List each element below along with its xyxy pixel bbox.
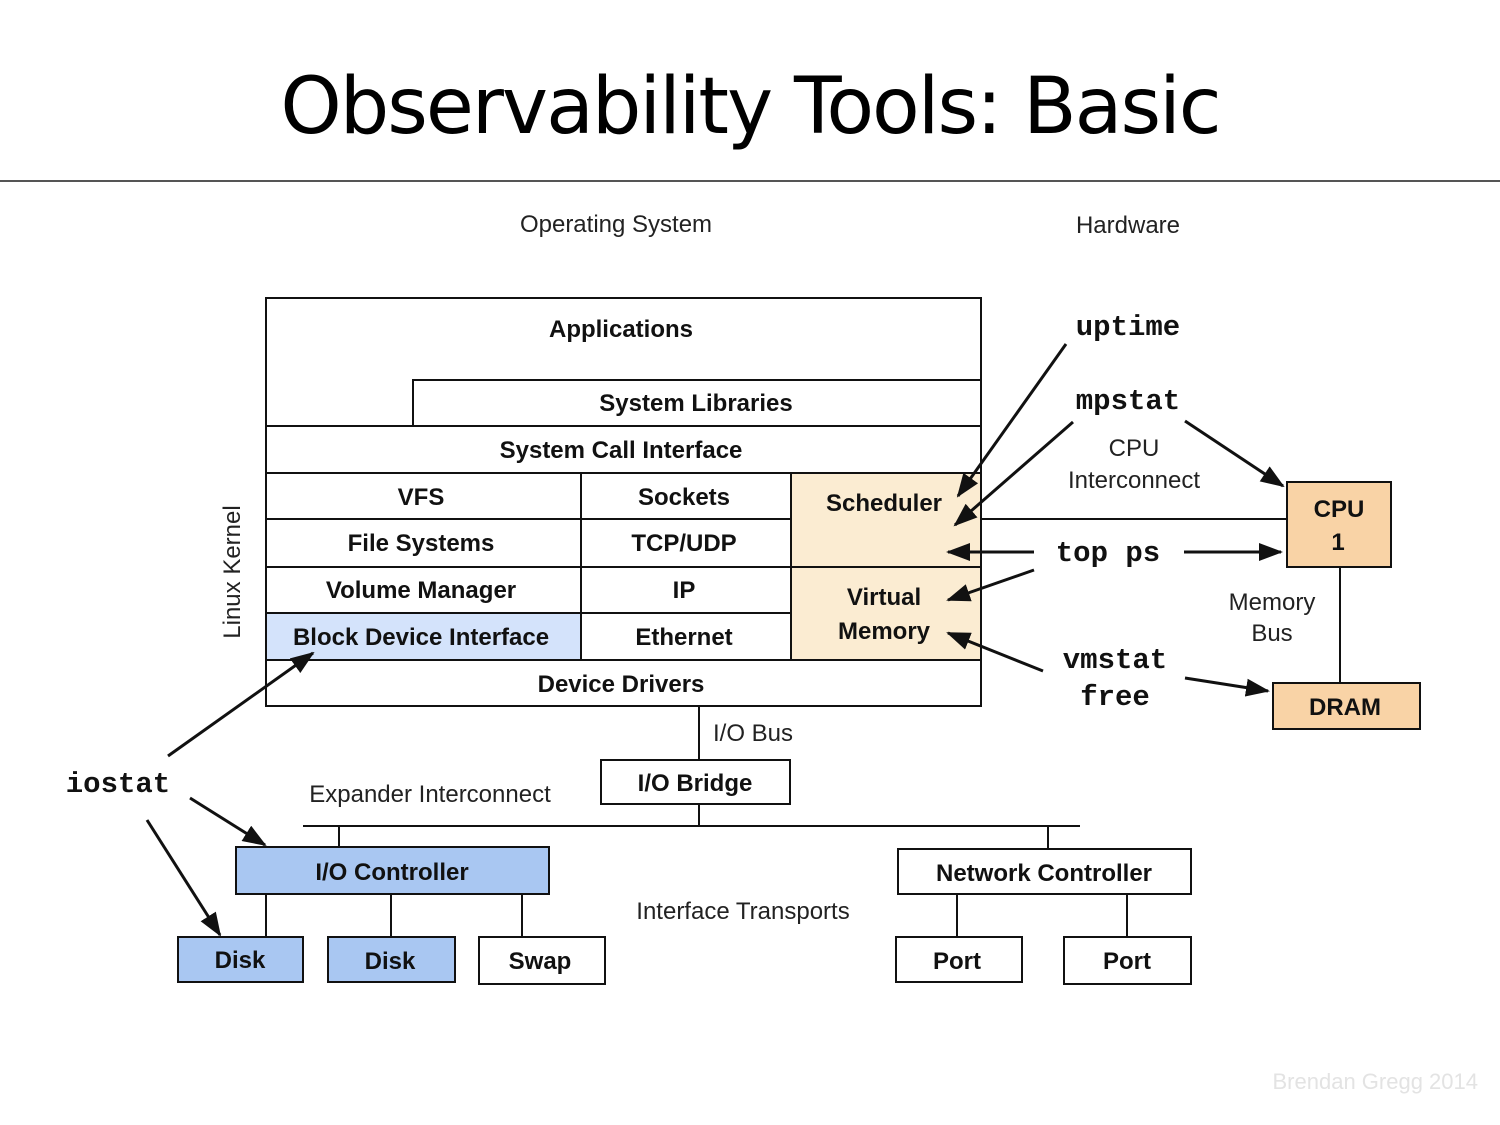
memory-bus-label-2: Bus [1251, 620, 1292, 647]
applications-label: Applications [549, 316, 693, 343]
tool-vmstat: vmstat [1063, 644, 1167, 677]
virtual-memory-box [790, 566, 982, 661]
volume-manager-label: Volume Manager [326, 577, 516, 604]
linux-kernel-label: Linux Kernel [219, 505, 246, 638]
dram-box [1272, 682, 1421, 730]
io-bus-label: I/O Bus [713, 720, 793, 747]
tool-free: free [1080, 681, 1150, 714]
system-libraries-label: System Libraries [599, 390, 792, 417]
tool-top-ps: top ps [1056, 537, 1160, 570]
tcp-udp-label: TCP/UDP [631, 530, 736, 557]
scheduler-box [790, 472, 982, 568]
device-drivers-box [265, 659, 982, 707]
expander-interconnect-label: Expander Interconnect [309, 781, 551, 808]
tool-mpstat: mpstat [1076, 385, 1180, 418]
cpu-label: CPU [1314, 496, 1365, 523]
system-libraries-box [412, 379, 982, 427]
vfs-box [265, 472, 582, 520]
virtual-label: Virtual [847, 584, 921, 611]
swap-box [478, 936, 606, 985]
arrow-vmstat-virtual-memory [946, 631, 1044, 673]
hardware-heading: Hardware [1076, 212, 1180, 239]
sockets-label: Sockets [638, 484, 730, 511]
ip-label: IP [673, 577, 696, 604]
port2-label: Port [1103, 948, 1151, 975]
dram-label: DRAM [1309, 694, 1381, 721]
arrow-iostat-disk [145, 819, 222, 937]
cpu-number-label: 1 [1331, 529, 1344, 556]
block-device-interface-label: Block Device Interface [293, 624, 549, 651]
file-systems-label: File Systems [348, 530, 495, 557]
arrow-iostat-block-device [167, 651, 315, 758]
io-controller-box [235, 846, 550, 895]
network-controller-label: Network Controller [936, 860, 1152, 887]
disk1-box [177, 936, 304, 983]
device-drivers-label: Device Drivers [538, 671, 705, 698]
block-device-interface-box [265, 612, 582, 661]
arrow-uptime-scheduler [956, 343, 1068, 498]
vfs-label: VFS [398, 484, 445, 511]
disk2-box [327, 936, 456, 983]
system-call-interface-label: System Call Interface [500, 437, 743, 464]
arrow-mpstat-cpu [1184, 419, 1285, 488]
memory-label: Memory [838, 618, 931, 645]
ethernet-box [580, 612, 792, 661]
arrow-iostat-io-controller [189, 796, 267, 847]
cpu-interconnect-label: CPU [1109, 435, 1160, 462]
ethernet-label: Ethernet [635, 624, 732, 651]
arrow-topps-virtual-memory [946, 568, 1035, 602]
interface-transports-label: Interface Transports [636, 898, 849, 925]
port2-box [1063, 936, 1192, 985]
io-controller-label: I/O Controller [315, 859, 468, 886]
watermark: Brendan Gregg 2014 [1273, 1069, 1479, 1094]
cpu-box [1286, 481, 1392, 568]
port1-label: Port [933, 948, 981, 975]
cpu-interconnect-label-2: Interconnect [1068, 467, 1200, 494]
tool-iostat: iostat [66, 768, 170, 801]
arrow-vmstat-dram [1184, 676, 1270, 697]
swap-label: Swap [509, 948, 572, 975]
io-bridge-box [600, 759, 791, 805]
scheduler-label: Scheduler [826, 490, 942, 517]
io-bridge-label: I/O Bridge [638, 770, 753, 797]
disk1-label: Disk [215, 947, 266, 974]
arrow-mpstat-scheduler [953, 420, 1074, 527]
memory-bus-label: Memory [1229, 589, 1316, 616]
network-controller-box [897, 848, 1192, 895]
tool-uptime: uptime [1076, 311, 1180, 344]
volume-manager-box [265, 566, 582, 614]
slide-title: Observability Tools: Basic [280, 62, 1221, 152]
disk2-label: Disk [365, 948, 416, 975]
system-call-interface-box [265, 425, 982, 474]
port1-box [895, 936, 1023, 983]
os-heading: Operating System [520, 211, 712, 238]
title-divider [0, 180, 1500, 182]
